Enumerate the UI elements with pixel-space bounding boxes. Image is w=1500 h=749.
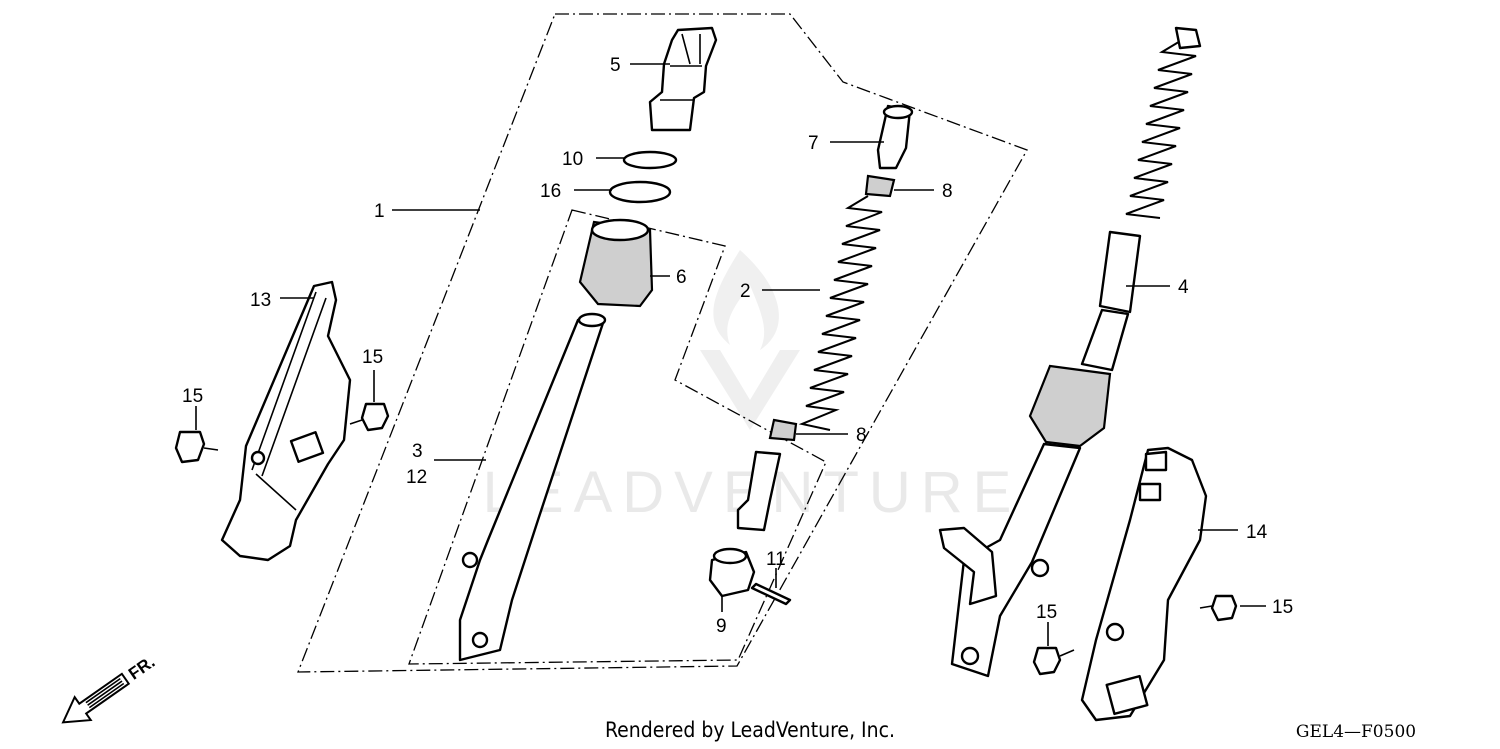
roll-pin: [750, 582, 792, 606]
callout-3: 3: [412, 441, 423, 462]
bolt-right-b: [1199, 594, 1238, 622]
callout-1: 1: [374, 201, 385, 222]
callout-15-right-b: 15: [1272, 597, 1293, 618]
callout-14: 14: [1246, 522, 1268, 543]
callout-9: 9: [716, 616, 727, 637]
fork-guard-left: [220, 280, 352, 562]
spring-collar-top: [864, 174, 896, 198]
bolt-right-a: [1032, 646, 1075, 676]
front-direction-arrow: FR.: [61, 652, 158, 724]
callout-13: 13: [250, 290, 271, 311]
o-ring: [622, 150, 678, 170]
assembly-outline: [297, 13, 1028, 673]
callout-6: 6: [676, 267, 687, 288]
callout-15-left-b: 15: [362, 347, 383, 368]
fork-guard-right: [1080, 446, 1208, 722]
damper-rod-top: [876, 104, 914, 170]
callout-15-left-a: 15: [182, 386, 203, 407]
leader-lines: [195, 63, 1266, 646]
callout-4: 4: [1178, 277, 1189, 298]
fork-spring: [798, 195, 883, 431]
sub-assembly-outline: [408, 209, 827, 665]
fork-assembly: [938, 26, 1202, 678]
rendered-by-footer: Rendered by LeadVenture, Inc.: [605, 718, 895, 742]
dust-seal: [578, 218, 654, 308]
damper-rod-bottom: [736, 450, 782, 532]
circlip: [608, 180, 672, 204]
callout-10: 10: [562, 149, 583, 170]
direction-label: FR.: [125, 652, 158, 683]
rod-nut: [708, 547, 756, 598]
callout-16: 16: [540, 181, 561, 202]
fork-cap-bolt: [648, 26, 718, 132]
callout-2: 2: [740, 281, 751, 302]
spring-collar-bottom: [768, 418, 798, 442]
fork-inner-tube: [458, 312, 607, 662]
bolt-left-a: [174, 430, 219, 464]
bolt-left-b: [349, 402, 390, 432]
diagram-code: GEL4—F0500: [1296, 722, 1416, 742]
callout-5: 5: [610, 55, 621, 76]
callout-15-right-a: 15: [1036, 602, 1057, 623]
callout-11: 11: [766, 549, 786, 570]
callout-12: 12: [406, 467, 427, 488]
callout-8-top: 8: [942, 181, 953, 202]
callout-8-bottom: 8: [856, 425, 867, 446]
callout-7: 7: [808, 133, 819, 154]
callouts: 5 10 16 1 6 2 7 8 8 3 12 9 11 4 14 13 15…: [182, 55, 1293, 637]
